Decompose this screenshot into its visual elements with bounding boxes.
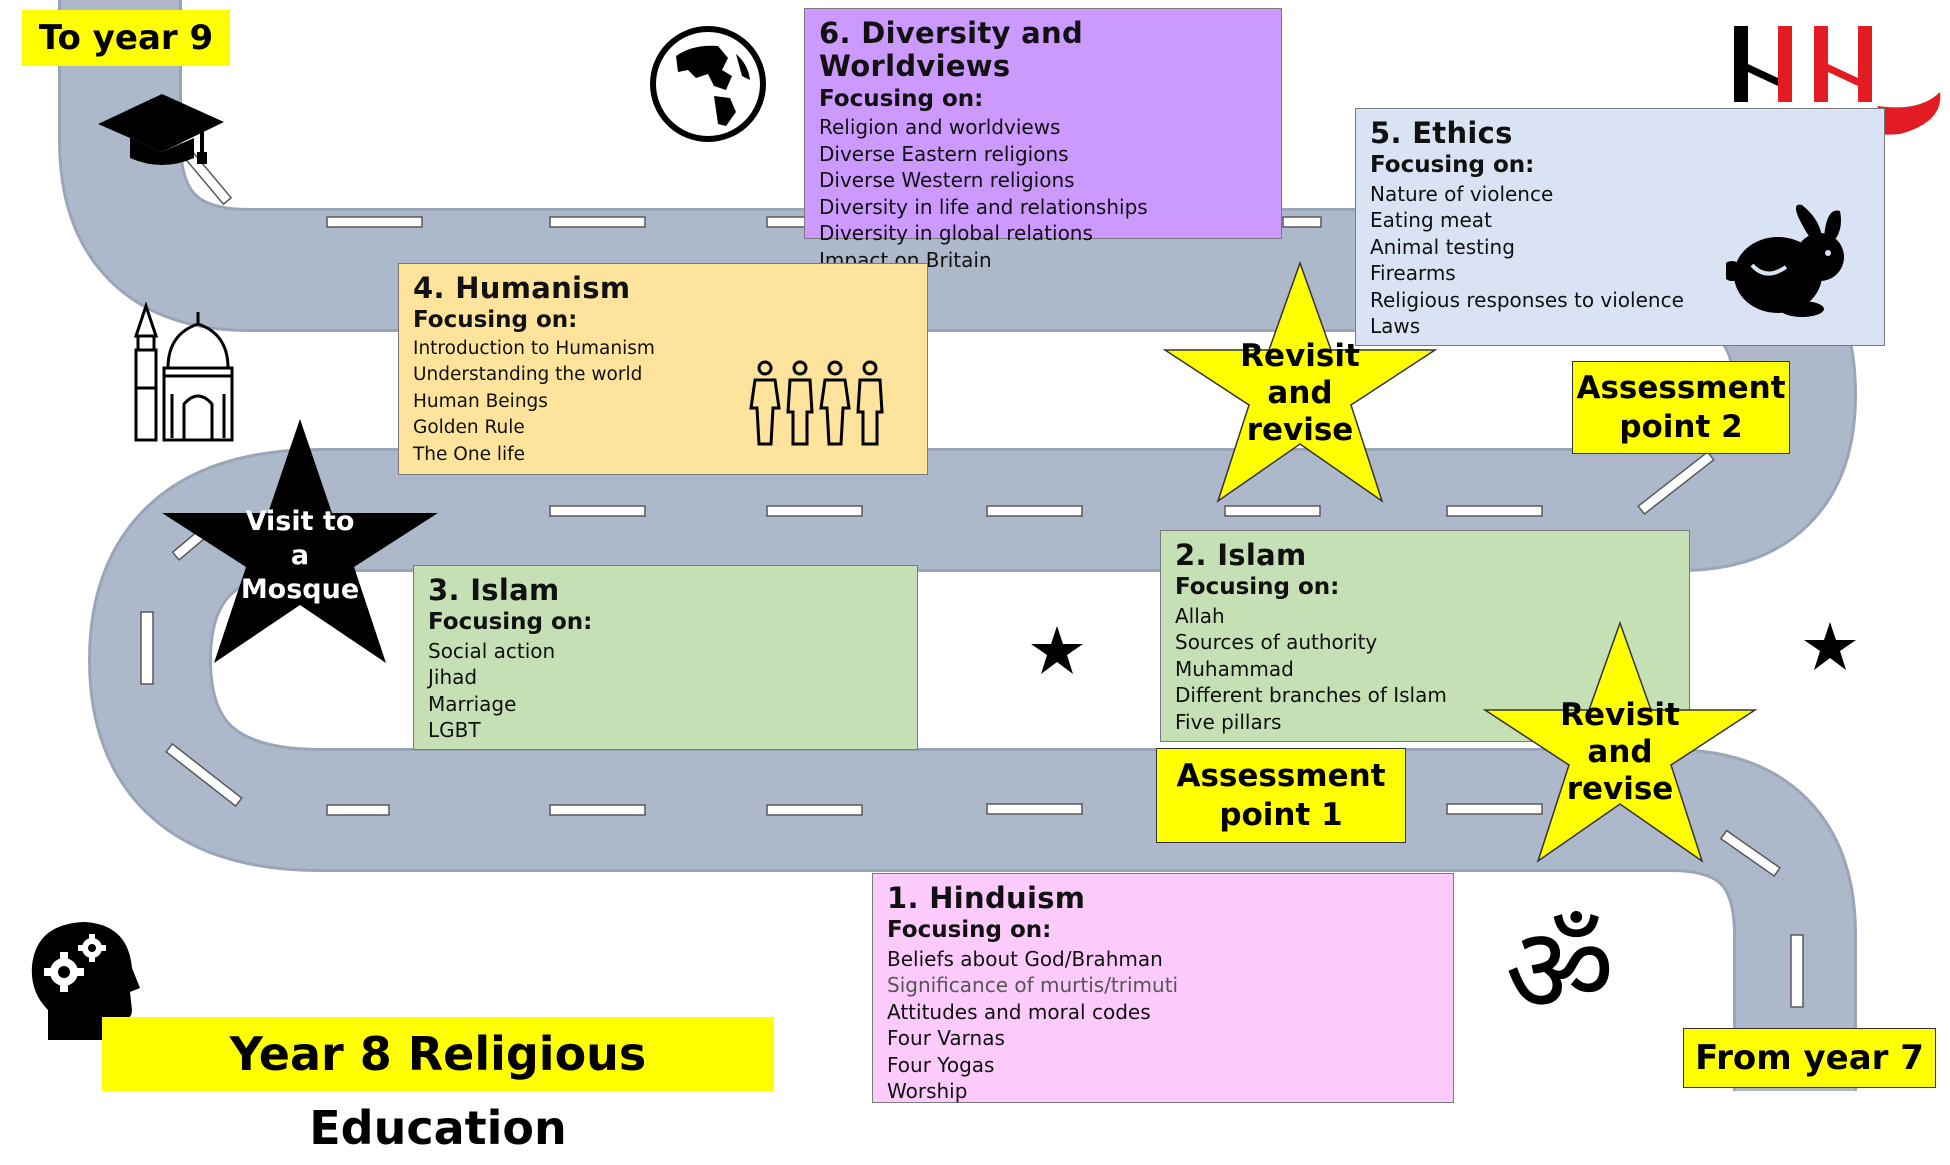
unit-2-item: Five pillars <box>1175 709 1282 734</box>
to-year-label: To year 9 <box>22 10 230 66</box>
unit-6-item: Diversity in global relations <box>819 221 1093 246</box>
unit-2-item: Different branches of Islam <box>1175 683 1447 708</box>
unit-6-title: 6. Diversity and Worldviews <box>819 16 1084 84</box>
unit-4-item: Understanding the world <box>413 364 643 386</box>
unit-6-focus-label: Focusing on: <box>819 85 984 112</box>
unit-5-item: Laws <box>1370 314 1421 339</box>
mosque-icon <box>133 301 234 442</box>
school-logo <box>1734 26 1941 135</box>
unit-1-title: 1. Hinduism <box>887 881 1086 915</box>
unit-3-card: 3. Islam Focusing on: Social action Jiha… <box>413 565 918 750</box>
om-icon: ॐ <box>1505 902 1615 1041</box>
assessment-2-line: Assessment <box>1576 370 1786 406</box>
unit-1-item: Worship <box>887 1079 968 1104</box>
unit-1-card: 1. Hinduism Focusing on: Beliefs about G… <box>872 873 1454 1103</box>
assessment-point-2-label: Assessment point 2 <box>1572 361 1790 454</box>
unit-6-item: Diverse Eastern religions <box>819 141 1069 166</box>
to-year-text: To year 9 <box>38 18 214 58</box>
mosque-visit-line: Visit to <box>245 506 355 537</box>
page-title: Year 8 Religious Education <box>102 1017 774 1155</box>
from-year-label: From year 7 <box>1683 1028 1936 1088</box>
unit-3-item: LGBT <box>428 718 481 743</box>
crescent-star-icon <box>1729 588 1856 704</box>
revisit-lower-line: revise <box>1566 771 1674 808</box>
assessment-2-line: point 2 <box>1619 409 1743 445</box>
unit-4-item: The One life <box>413 443 526 465</box>
unit-5-title: 5. Ethics <box>1370 116 1513 150</box>
unit-4-item: Human Beings <box>413 390 548 412</box>
unit-1-focus-label: Focusing on: <box>887 917 1052 944</box>
mosque-visit-line: Mosque <box>240 573 360 605</box>
unit-3-item: Marriage <box>428 691 517 716</box>
graduation-cap-icon <box>98 94 224 165</box>
globe-icon <box>650 26 766 142</box>
revisit-upper-line: and <box>1267 375 1333 412</box>
mosque-visit-line: a <box>290 539 310 571</box>
unit-5-item: Eating meat <box>1370 208 1492 233</box>
unit-6-item: Religion and worldviews <box>819 115 1061 140</box>
unit-4-item: Introduction to Humanism <box>413 337 655 359</box>
unit-4-focus-label: Focusing on: <box>413 307 578 334</box>
unit-6-item: Diversity in life and relationships <box>819 194 1148 219</box>
revisit-lower-line: Revisit <box>1560 697 1680 733</box>
rabbit-icon <box>1726 204 1844 317</box>
unit-3-title: 3. Islam <box>428 573 560 607</box>
revisit-star-upper <box>1162 260 1438 503</box>
unit-5-focus-label: Focusing on: <box>1370 152 1535 179</box>
unit-1-item: Beliefs about God/Brahman <box>887 946 1163 971</box>
unit-2-item: Sources of authority <box>1175 630 1378 655</box>
unit-1-item: Attitudes and moral codes <box>887 999 1151 1024</box>
unit-2-item: Allah <box>1175 603 1225 628</box>
unit-6-card: 6. Diversity and Worldviews Focusing on:… <box>804 8 1282 272</box>
unit-2-focus-label: Focusing on: <box>1175 574 1340 601</box>
unit-5-card: 5. Ethics Focusing on: Nature of violenc… <box>1355 108 1885 346</box>
people-icon <box>749 360 884 446</box>
unit-1-item: Four Yogas <box>887 1052 995 1077</box>
revisit-upper-line: Revisit <box>1240 338 1360 374</box>
unit-4-item: Golden Rule <box>413 417 525 439</box>
revisit-upper-line: revise <box>1246 412 1354 449</box>
revisit-star-lower <box>1482 620 1758 863</box>
unit-6-item: Diverse Western religions <box>819 168 1075 193</box>
assessment-point-1-label: Assessment point 1 <box>1156 748 1406 843</box>
assessment-1-line: point 1 <box>1219 797 1343 833</box>
unit-3-item: Social action <box>428 638 556 663</box>
revisit-star-upper-text: Revisit and revise <box>1230 338 1370 450</box>
assessment-1-line: Assessment <box>1176 758 1386 794</box>
head-gears-icon <box>31 922 140 1040</box>
unit-2-title: 2. Islam <box>1175 538 1307 572</box>
unit-3-focus-label: Focusing on: <box>428 609 593 636</box>
unit-1-item: Four Varnas <box>887 1026 1005 1051</box>
mosque-visit-star-text: Visit to a Mosque <box>230 505 370 606</box>
unit-5-item: Firearms <box>1370 261 1456 286</box>
unit-2-item: Muhammad <box>1175 656 1294 681</box>
revisit-star-lower-text: Revisit and revise <box>1550 697 1690 809</box>
unit-5-item: Animal testing <box>1370 234 1515 259</box>
unit-5-item: Religious responses to violence <box>1370 287 1684 312</box>
unit-1-item: Significance of murtis/trimuti <box>887 973 1179 998</box>
from-year-text: From year 7 <box>1695 1038 1924 1078</box>
unit-5-item: Nature of violence <box>1370 181 1554 206</box>
unit-3-item: Jihad <box>428 665 478 690</box>
revisit-lower-line: and <box>1587 734 1653 771</box>
page-title-text: Year 8 Religious Education <box>229 1027 647 1155</box>
crescent-star-icon <box>956 592 1083 708</box>
mosque-visit-star <box>162 419 438 663</box>
unit-4-card: 4. Humanism Focusing on: Introduction to… <box>398 263 928 475</box>
unit-4-title: 4. Humanism <box>413 271 631 305</box>
